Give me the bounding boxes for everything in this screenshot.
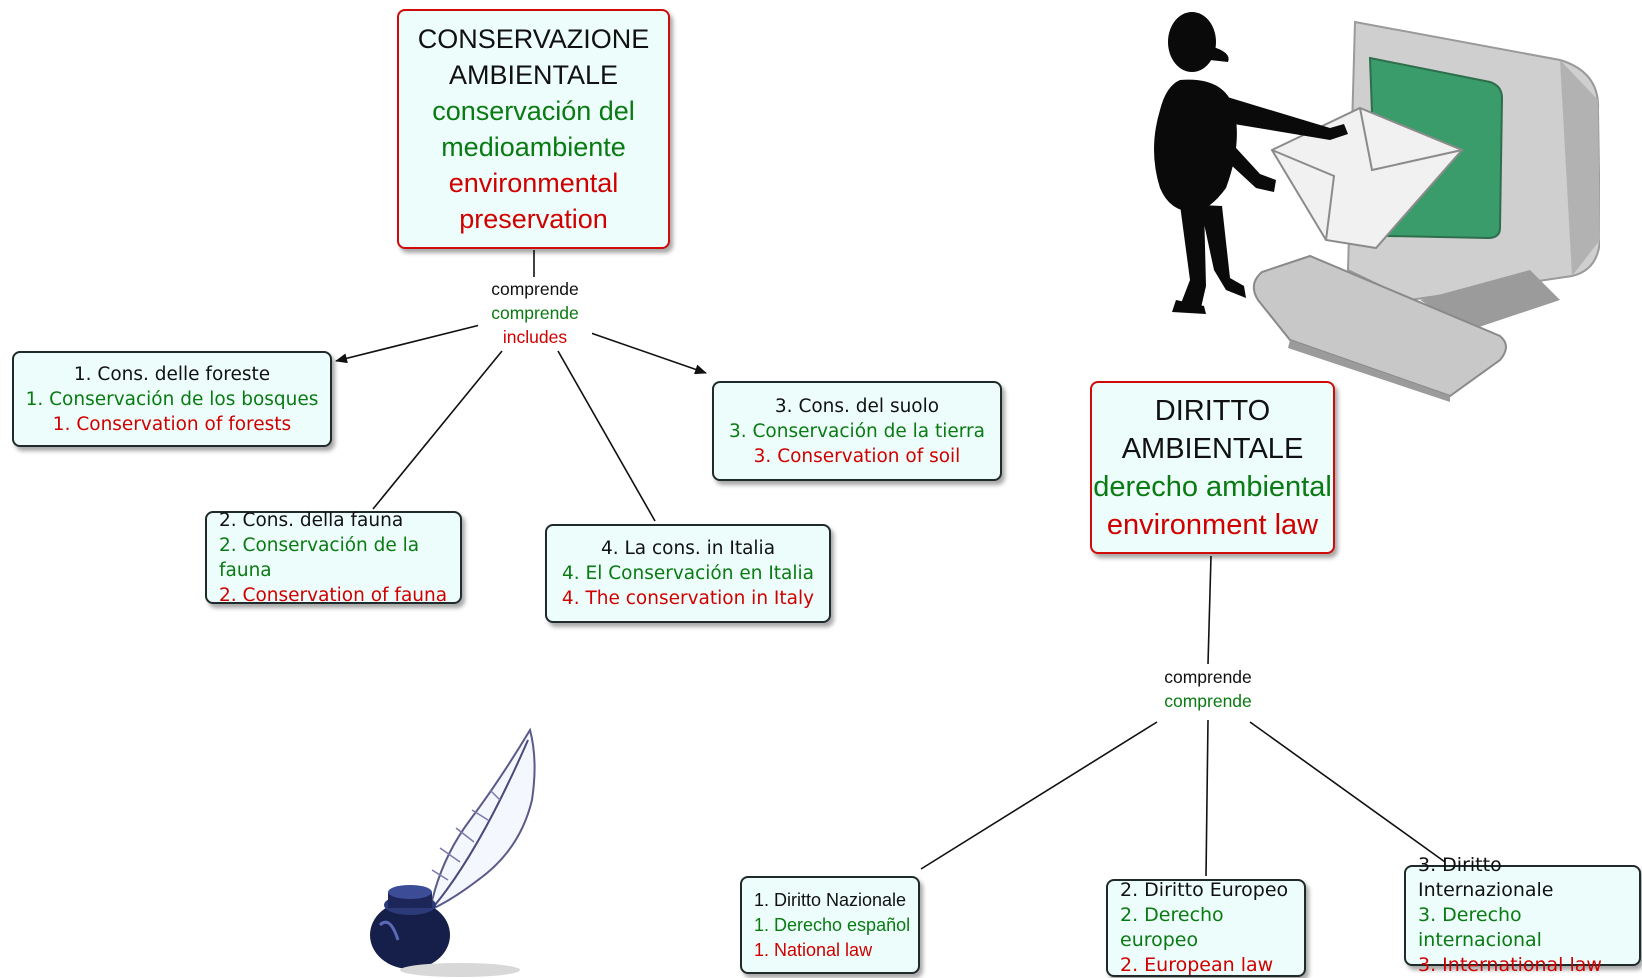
label-spanish: 3. Conservación de la tierra <box>728 420 985 442</box>
link-to-europeo <box>1205 719 1209 877</box>
link-diritto-to-label <box>1207 555 1212 665</box>
label-italian: 2. Diritto Europeo <box>1120 879 1289 901</box>
concept-forests: 1. Cons. delle foreste 1. Conservación d… <box>12 351 332 447</box>
concept-diritto-europeo: 2. Diritto Europeo 2. Derecho europeo 2.… <box>1106 879 1306 977</box>
label-spanish: 2. Derecho europeo <box>1120 904 1224 951</box>
quill-inkwell-icon <box>370 727 536 977</box>
concept-conservazione-ambientale: CONSERVAZIONE AMBIENTALE conservación de… <box>397 9 670 249</box>
concept-soil: 3. Cons. del suolo 3. Conservación de la… <box>712 381 1002 481</box>
label-spanish: 1. Derecho español <box>754 914 911 935</box>
arrow-to-forests <box>335 324 481 364</box>
label-english: 4. The conservation in Italy <box>561 588 815 609</box>
concept-diritto-ambientale: DIRITTO AMBIENTALE derecho ambiental env… <box>1090 381 1335 554</box>
label-spanish: derecho ambiental <box>1093 470 1332 503</box>
label-spanish: 4. El Conservación en Italia <box>562 563 814 584</box>
label-english: 2. Conservation of fauna <box>219 584 448 606</box>
label-italian: 3. Diritto Internazionale <box>1418 854 1554 901</box>
label-english: 1. National law <box>754 939 873 960</box>
link-label-comprende-diritto: comprende comprende <box>1152 665 1264 715</box>
concept-fauna: 2. Cons. della fauna 2. Conservación de … <box>205 509 462 606</box>
label-english: 3. Conservation of soil <box>753 445 961 467</box>
concept-diritto-nazionale: 1. Diritto Nazionale 1. Derecho español … <box>740 876 920 974</box>
label-english: environment law <box>1106 508 1319 541</box>
label-english: 3. International law <box>1418 954 1602 976</box>
link-to-fauna <box>372 350 503 510</box>
label-spanish: conservación del medioambiente <box>432 96 635 162</box>
label-english: 2. European law <box>1120 954 1274 976</box>
label-spanish: 3. Derecho internacional <box>1418 904 1542 951</box>
concept-italia: 4. La cons. in Italia 4. El Conservación… <box>545 524 831 623</box>
link-label-spanish: comprende <box>491 303 579 323</box>
arrow-to-soil <box>587 331 707 375</box>
link-label-comprende: comprende comprende includes <box>478 277 592 349</box>
link-label-italian: comprende <box>1164 667 1252 687</box>
label-spanish: 1. Conservación de los bosques <box>25 388 319 410</box>
concept-diritto-internazionale: 3. Diritto Internazionale 3. Derecho int… <box>1404 854 1641 976</box>
label-italian: CONSERVAZIONE AMBIENTALE <box>417 24 650 90</box>
label-italian: DIRITTO AMBIENTALE <box>1121 394 1304 465</box>
label-italian: 4. La cons. in Italia <box>600 538 776 559</box>
label-english: 1. Conservation of forests <box>52 413 292 435</box>
link-to-italia <box>557 350 656 522</box>
label-italian: 2. Cons. della fauna <box>219 509 404 531</box>
link-label-italian: comprende <box>491 279 579 299</box>
link-to-nazionale <box>920 721 1158 870</box>
link-to-internazionale <box>1249 721 1446 863</box>
person-at-computer-icon <box>1154 12 1600 402</box>
label-italian: 1. Diritto Nazionale <box>754 889 907 910</box>
link-label-english: includes <box>502 327 568 347</box>
label-italian: 3. Cons. del suolo <box>774 395 940 417</box>
label-english: environmental preservation <box>448 168 619 234</box>
link-label-spanish: comprende <box>1164 691 1252 711</box>
label-italian: 1. Cons. delle foreste <box>73 363 271 385</box>
label-spanish: 2. Conservación de la fauna <box>219 534 420 581</box>
